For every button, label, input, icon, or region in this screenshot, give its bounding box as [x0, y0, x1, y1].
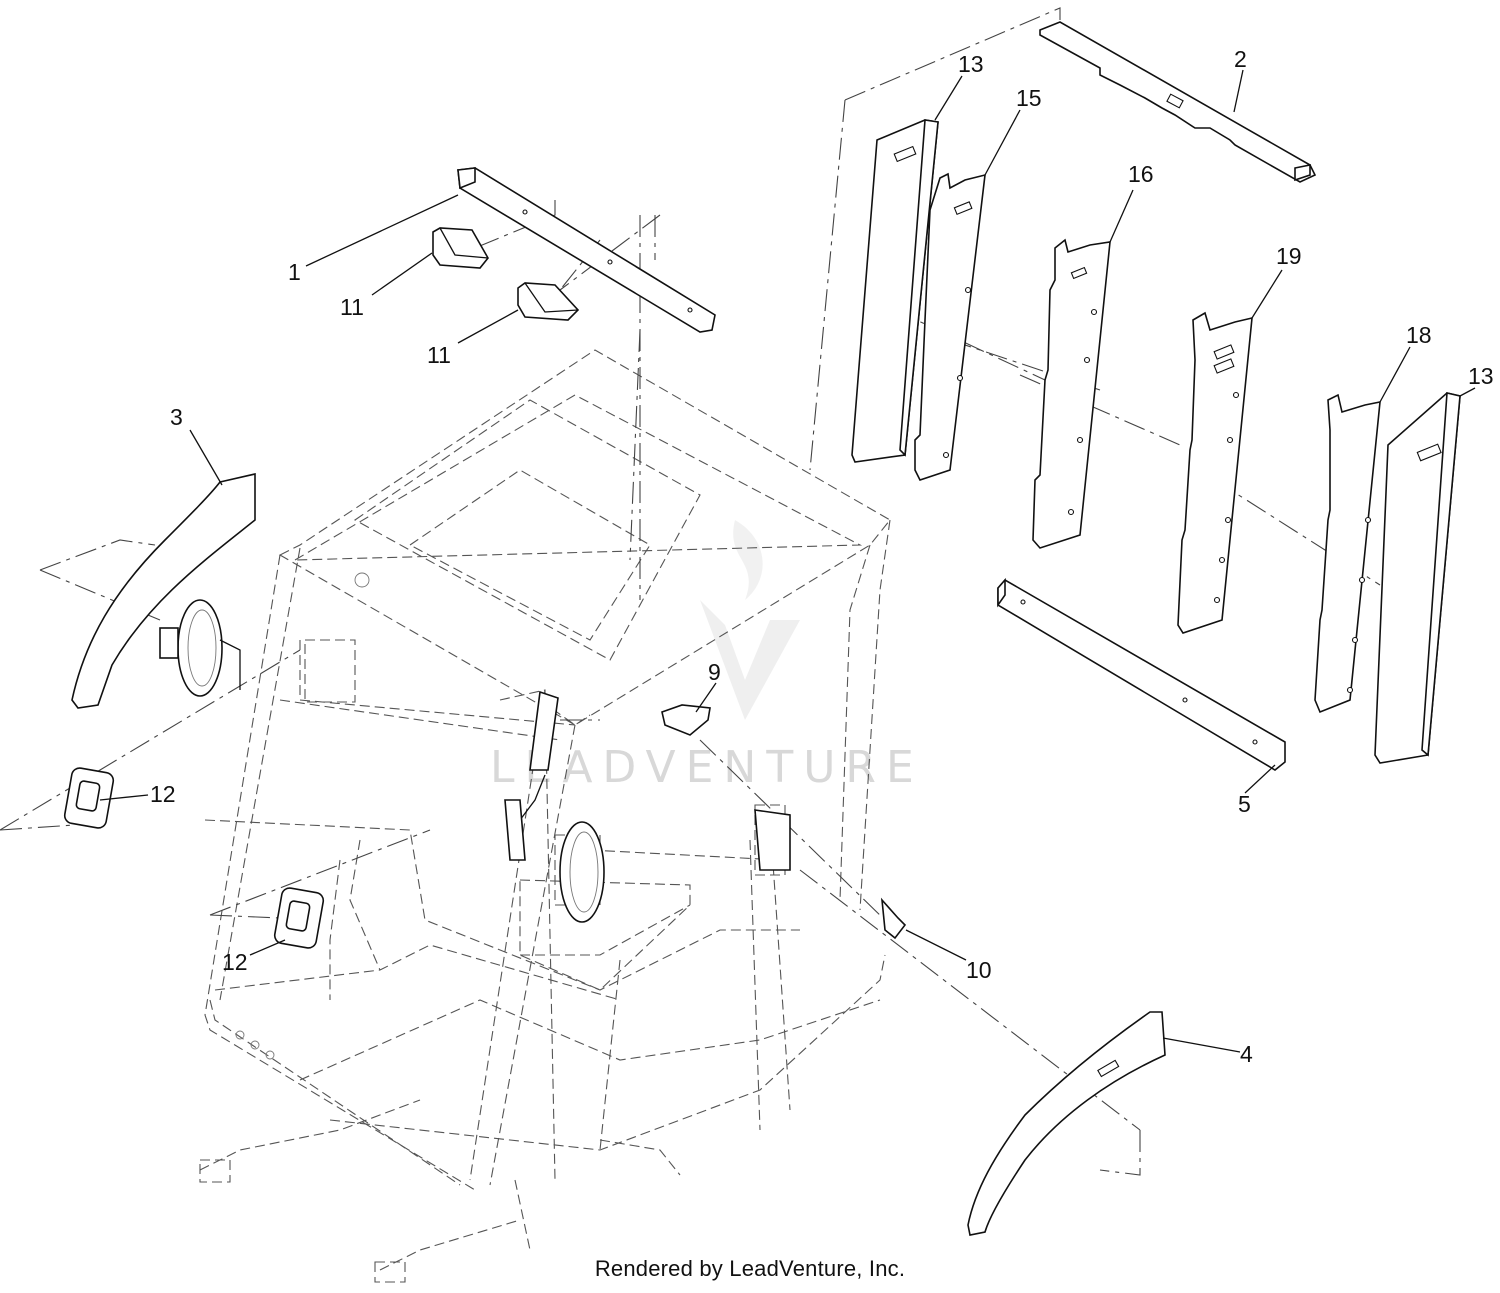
footer-credit: Rendered by LeadVenture, Inc. [594, 1256, 906, 1281]
leader-lines [99, 69, 1476, 1053]
callout-1: 1 [288, 259, 301, 285]
part-10-wedge [880, 897, 907, 940]
mirror-center [519, 774, 605, 923]
callout-12-lower: 12 [222, 949, 248, 975]
part-15-panel [914, 172, 986, 481]
callout-4: 4 [1240, 1041, 1253, 1067]
part-5-lower-rail [997, 577, 1286, 771]
callout-12-upper: 12 [150, 781, 176, 807]
part-9-wedge [661, 704, 711, 736]
part-2-header-strip [1039, 21, 1317, 183]
callout-18: 18 [1406, 322, 1432, 348]
part-19-panel [1177, 311, 1253, 634]
callout-3: 3 [170, 404, 183, 430]
watermark-logo [700, 520, 800, 720]
part-1-top-bar [457, 167, 716, 333]
callout-9: 9 [708, 659, 721, 685]
callout-19: 19 [1276, 243, 1302, 269]
callout-11-lower: 11 [427, 342, 451, 368]
part-12-grommet-lower [273, 887, 325, 949]
part-12-grommet-upper [63, 767, 115, 829]
part-4-right-curved-pad [967, 1011, 1166, 1236]
part-11-clip-upper [432, 227, 489, 269]
part-13-left-panel [851, 119, 939, 463]
cab-frame [199, 349, 891, 1283]
rops-post [504, 690, 791, 871]
callout-16: 16 [1128, 161, 1154, 187]
part-3-left-curved-pad [71, 472, 256, 709]
callout-13-left: 13 [958, 51, 984, 77]
part-13-right-panel [1374, 392, 1461, 764]
part-11-clip-lower [517, 282, 580, 321]
part-16-panel [1032, 238, 1111, 549]
callout-13-right: 13 [1468, 363, 1494, 389]
part-18-panel [1314, 393, 1381, 714]
mirror-left [159, 599, 241, 697]
callout-10: 10 [966, 957, 992, 983]
callout-2: 2 [1234, 46, 1247, 72]
callout-5: 5 [1238, 791, 1251, 817]
callout-11-upper: 11 [340, 294, 364, 320]
watermark-text: LEADVENTURE [490, 742, 924, 793]
callout-15: 15 [1016, 85, 1042, 111]
